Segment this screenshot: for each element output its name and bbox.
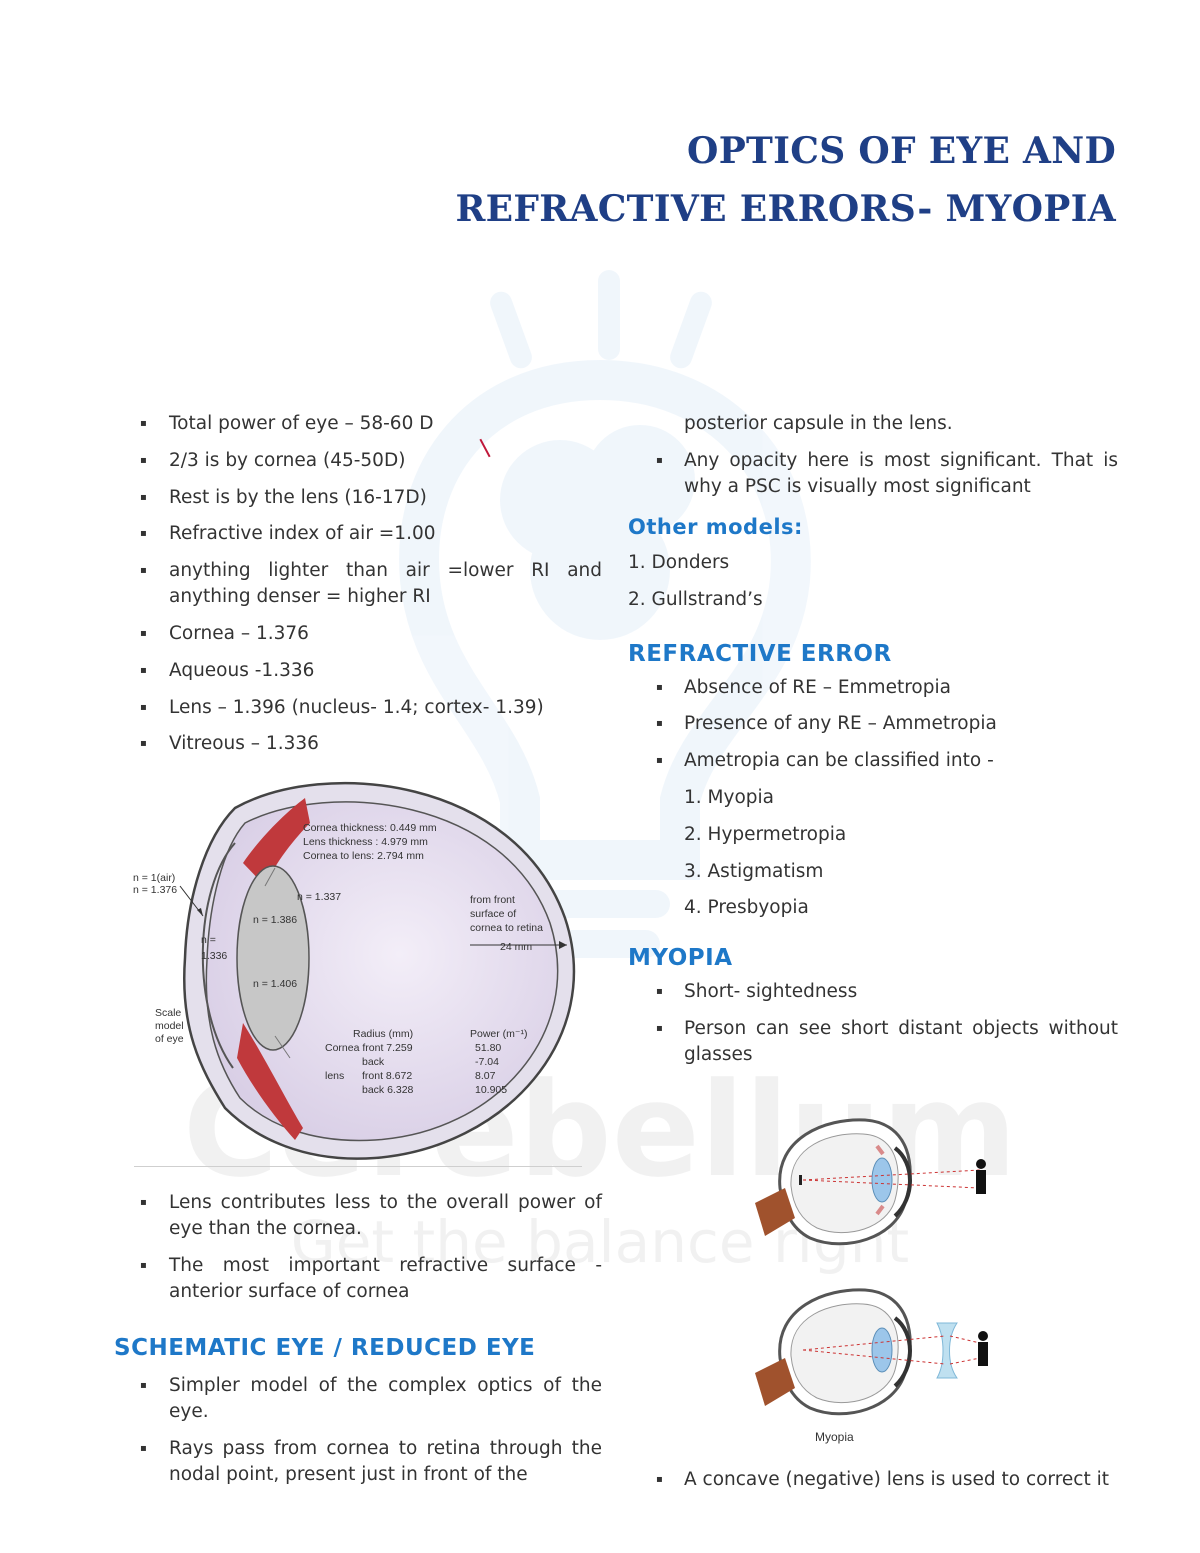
list-item: Rays pass from cornea to retina through … bbox=[140, 1436, 602, 1488]
figure-label: n = 1.337 bbox=[297, 891, 341, 903]
list-item: Presence of any RE – Ammetropia bbox=[628, 711, 1118, 737]
left-column-bottom: Lens contributes less to the overall pow… bbox=[114, 1190, 602, 1498]
myopia-list: Short- sightedness Person can see short … bbox=[628, 979, 1118, 1068]
figure-label: 8.07 bbox=[475, 1070, 496, 1082]
list-item: Lens – 1.396 (nucleus- 1.4; cortex- 1.39… bbox=[140, 695, 602, 721]
list-item: 2. Hypermetropia bbox=[684, 823, 847, 845]
figure-label: of eye bbox=[155, 1033, 184, 1045]
myopia-diagram: Myopia bbox=[755, 1118, 988, 1444]
figure-label: Lens thickness : 4.979 mm bbox=[303, 836, 428, 848]
page-title: OPTICS OF EYE AND REFRACTIVE ERRORS- MYO… bbox=[455, 122, 1116, 238]
figure-label: 24 mm bbox=[500, 941, 532, 953]
myopic-eye-uncorrected bbox=[755, 1118, 986, 1246]
figure-label: n = 1.386 bbox=[253, 914, 297, 926]
figure-label: 51.80 bbox=[475, 1042, 501, 1054]
figure-label: Cornea thickness: 0.449 mm bbox=[303, 822, 437, 834]
left-column-top: Total power of eye – 58-60 D 2/3 is by c… bbox=[140, 411, 602, 768]
divider bbox=[134, 1166, 582, 1167]
figure-label: Scale bbox=[155, 1007, 181, 1019]
section-heading-other-models: Other models: bbox=[628, 514, 803, 539]
right-column-final: A concave (negative) lens is used to cor… bbox=[628, 1467, 1118, 1504]
figure-label: -7.04 bbox=[475, 1056, 499, 1068]
figure-label: n = bbox=[201, 934, 216, 946]
title-line-1: OPTICS OF EYE AND bbox=[687, 130, 1116, 172]
figure-label: 10.905 bbox=[475, 1084, 507, 1096]
list-item: Any opacity here is most significant. Th… bbox=[628, 448, 1118, 500]
eye-power-list: Total power of eye – 58-60 D 2/3 is by c… bbox=[140, 411, 602, 757]
refractive-error-list: Absence of RE – Emmetropia Presence of a… bbox=[628, 675, 1118, 775]
list-item: Cornea – 1.376 bbox=[140, 621, 602, 647]
figure-label: model bbox=[155, 1020, 184, 1032]
figure-label: from front bbox=[470, 894, 515, 906]
myopia-caption: Myopia bbox=[815, 1430, 854, 1444]
myopic-eye-corrected bbox=[755, 1288, 988, 1416]
eye-model-figure: Cornea thickness: 0.449 mm Lens thicknes… bbox=[133, 781, 576, 1160]
list-item: Refractive index of air =1.00 bbox=[140, 521, 602, 547]
figure-label: Power (m⁻¹) bbox=[470, 1028, 527, 1040]
figure-label: cornea to retina bbox=[470, 922, 543, 934]
list-item: Vitreous – 1.336 bbox=[140, 731, 602, 757]
figure-label: back bbox=[362, 1056, 385, 1068]
ametropia-types-list: 1. Myopia 2. Hypermetropia 3. Astigmatis… bbox=[628, 785, 1118, 921]
list-item: 4. Presbyopia bbox=[684, 897, 809, 919]
list-item: Rest is by the lens (16-17D) bbox=[140, 485, 602, 511]
correction-list: A concave (negative) lens is used to cor… bbox=[628, 1467, 1118, 1493]
figure-label: Radius (mm) bbox=[353, 1028, 413, 1040]
figure-label: back 6.328 bbox=[362, 1084, 414, 1096]
list-item: Lens contributes less to the overall pow… bbox=[140, 1190, 602, 1242]
list-item: Person can see short distant objects wit… bbox=[628, 1016, 1118, 1068]
right-column: posterior capsule in the lens. Any opaci… bbox=[628, 411, 1118, 1079]
figure-label: n = 1.376 bbox=[133, 884, 177, 896]
figure-label: 1.336 bbox=[201, 950, 227, 962]
list-item: 1. Myopia bbox=[684, 786, 774, 808]
list-item: 1. Donders bbox=[628, 551, 730, 573]
figure-label: lens bbox=[325, 1070, 344, 1082]
figure-label: n = 1.406 bbox=[253, 978, 297, 990]
figure-label: n = 1(air) bbox=[133, 872, 175, 884]
list-item: anything lighter than air =lower RI and … bbox=[140, 558, 602, 610]
figure-label: front 8.672 bbox=[362, 1070, 412, 1082]
list-item: 2. Gullstrand’s bbox=[628, 588, 763, 610]
list-item: 3. Astigmatism bbox=[684, 860, 824, 882]
opacity-list: Any opacity here is most significant. Th… bbox=[628, 448, 1118, 500]
lens-notes-list: Lens contributes less to the overall pow… bbox=[140, 1190, 602, 1305]
section-heading-myopia: MYOPIA bbox=[628, 945, 733, 972]
list-item: 2/3 is by cornea (45-50D) bbox=[140, 448, 602, 474]
list-item: Simpler model of the complex optics of t… bbox=[140, 1373, 602, 1425]
list-item: The most important refractive surface - … bbox=[140, 1253, 602, 1305]
title-line-2: REFRACTIVE ERRORS- MYOPIA bbox=[455, 188, 1116, 230]
schematic-list: Simpler model of the complex optics of t… bbox=[140, 1373, 602, 1488]
list-item: Total power of eye – 58-60 D bbox=[140, 411, 602, 437]
list-item: A concave (negative) lens is used to cor… bbox=[628, 1467, 1118, 1493]
figure-label: surface of bbox=[470, 908, 516, 920]
list-item: Aqueous -1.336 bbox=[140, 658, 602, 684]
list-item: Ametropia can be classified into - bbox=[628, 748, 1118, 774]
continued-text: posterior capsule in the lens. bbox=[684, 413, 953, 434]
section-heading-schematic: SCHEMATIC EYE / REDUCED EYE bbox=[114, 1334, 536, 1361]
list-item: Absence of RE – Emmetropia bbox=[628, 675, 1118, 701]
section-heading-refractive-error: REFRACTIVE ERROR bbox=[628, 640, 892, 667]
other-models-list: 1. Donders 2. Gullstrand’s bbox=[628, 550, 1118, 613]
figure-label: Cornea front 7.259 bbox=[325, 1042, 413, 1054]
list-item: Short- sightedness bbox=[628, 979, 1118, 1005]
figure-label: Cornea to lens: 2.794 mm bbox=[303, 850, 424, 862]
